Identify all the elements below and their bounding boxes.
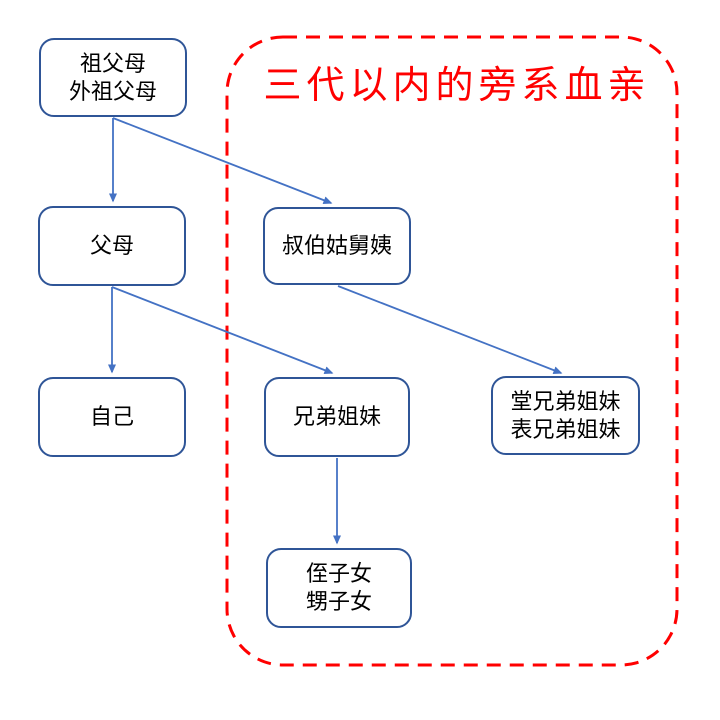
node-label-line: 叔伯姑舅姨 xyxy=(281,233,392,258)
edge-parents-siblings xyxy=(111,286,334,374)
node-label-line: 自己 xyxy=(89,404,134,429)
node-label-line: 侄子女 xyxy=(305,561,372,586)
node-label-line: 堂兄弟姐妹 xyxy=(510,388,621,414)
node-cousins: 堂兄弟姐妹 表兄弟姐妹 xyxy=(491,376,640,455)
node-siblings: 兄弟姐妹 xyxy=(264,377,410,457)
node-nephews-nieces: 侄子女 甥子女 xyxy=(266,548,412,628)
node-parents: 父母 xyxy=(38,206,186,286)
boundary-title: 三代以内的旁系血亲 xyxy=(263,65,651,107)
node-label-line: 表兄弟姐妹 xyxy=(510,416,621,442)
node-label-line: 父母 xyxy=(89,233,134,258)
node-uncles-aunts: 叔伯姑舅姨 xyxy=(263,207,411,285)
node-label-line: 祖父母 xyxy=(79,50,146,76)
node-label-line: 兄弟姐妹 xyxy=(292,404,381,429)
edge-uncles-aunts-cousins xyxy=(337,285,563,375)
edge-grandparents-uncles-aunts xyxy=(112,117,333,205)
node-label-line: 外祖父母 xyxy=(68,78,157,104)
collateral-relatives-boundary xyxy=(225,35,679,667)
node-label-line: 甥子女 xyxy=(305,589,372,614)
node-grandparents: 祖父母 外祖父母 xyxy=(39,38,187,117)
node-self: 自己 xyxy=(38,377,186,457)
